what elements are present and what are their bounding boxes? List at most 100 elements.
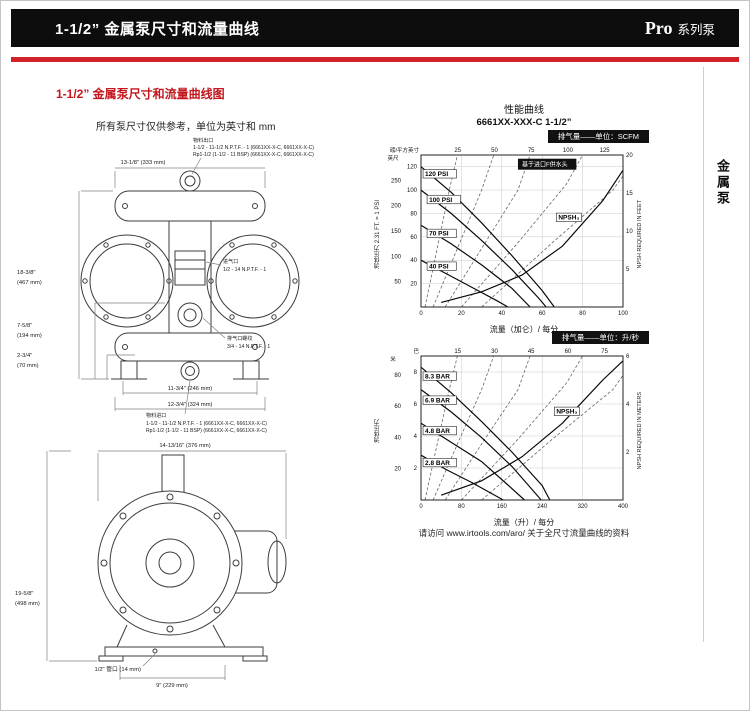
curve-label: 6.9 BAR bbox=[425, 397, 450, 404]
x-tick-label: 400 bbox=[618, 504, 629, 510]
left-axis-label-2: 流体压力 bbox=[375, 419, 381, 443]
y2-tick-label: 200 bbox=[391, 204, 402, 210]
inset-note: 基于进口F供水头 bbox=[522, 161, 568, 169]
right-margin-divider bbox=[703, 67, 704, 642]
material-inlet-label: 物料进口 bbox=[146, 412, 166, 419]
material-inlet-spec1: 1-1/2 - 11-1/2 N.P.T.F. - 1 (6661XX-X-C,… bbox=[146, 421, 267, 427]
left-unit-label-2: 巴 bbox=[413, 348, 419, 355]
inset-note-box bbox=[517, 158, 577, 170]
air-tick-label: 15 bbox=[454, 349, 461, 355]
curve-label: 120 PSI bbox=[425, 171, 448, 178]
npsh-tick-label: 2 bbox=[626, 450, 630, 456]
air-inlet-spec: 1/2 - 14 N.P.T.F. - 1 bbox=[223, 267, 266, 273]
exhaust-label: 排气口螺纹 bbox=[227, 335, 252, 342]
air-consumption-curve bbox=[444, 154, 531, 308]
y2-tick-label: 50 bbox=[394, 280, 401, 286]
flow-curve bbox=[420, 366, 551, 501]
curve-label-box bbox=[422, 371, 457, 381]
x-axis-label: 流量（加仑）/ 每分 bbox=[489, 325, 559, 334]
y-tick-label: 4 bbox=[414, 434, 418, 440]
left-unit-label-1: 英尺 bbox=[387, 154, 399, 162]
y2-tick-label: 250 bbox=[391, 178, 402, 184]
dim-mid-label: 7-5/8" bbox=[17, 323, 32, 329]
brand-pro: Pro bbox=[644, 17, 673, 38]
chart-title: 性能曲线 bbox=[504, 105, 544, 116]
y2-tick-label: 150 bbox=[391, 229, 402, 235]
npsh-tick-label: 4 bbox=[626, 402, 630, 408]
x-axis-label-2: 流量（升）/ 每分 bbox=[493, 518, 555, 527]
section-subtitle: 1-1/2” 金属泵尺寸和流量曲线图 bbox=[56, 87, 225, 101]
material-outlet-spec2: Rp1-1/2 (1-1/2 - 11 BSP) (6661XX-X-C, 66… bbox=[193, 152, 314, 158]
x-tick-label: 320 bbox=[578, 504, 589, 510]
air-consumption-curve bbox=[461, 154, 583, 308]
red-divider bbox=[11, 57, 739, 62]
x-tick-label: 80 bbox=[458, 504, 465, 510]
air-tick-label: 60 bbox=[565, 349, 572, 355]
brand-series: 系列泵 bbox=[677, 22, 715, 37]
air-consumption-curve bbox=[481, 374, 624, 501]
side-dimension-lines bbox=[46, 450, 287, 680]
curve-label: NPSH₃ bbox=[558, 215, 579, 222]
x-tick-label: 100 bbox=[618, 311, 629, 317]
series-label: Pro 系列泵 bbox=[645, 18, 721, 39]
material-outlet-spec1: 1-1/2 - 11-1/2 N.P.T.F. - 1 (6661XX-X-C,… bbox=[193, 145, 314, 151]
npsh-tick-label: 5 bbox=[626, 267, 630, 273]
page-header: 1-1/2” 金属泵尺寸和流量曲线 Pro 系列泵 bbox=[11, 9, 739, 47]
air-consumption-curve bbox=[432, 154, 495, 308]
air-tick-label: 75 bbox=[528, 148, 535, 154]
air-axis-strip: 排气量——单位：SCFM bbox=[547, 130, 649, 143]
y-tick-label: 60 bbox=[410, 235, 417, 241]
exhaust-spec: 3/4 - 14 N.P.T.F. - 1 bbox=[227, 344, 270, 350]
air-tick-label: 125 bbox=[600, 148, 611, 154]
x-tick-label: 0 bbox=[419, 311, 423, 317]
air-axis-strip-row-2: 排气量——单位：升/秒 bbox=[373, 331, 675, 344]
y-tick-label: 20 bbox=[410, 282, 417, 288]
flow-curve bbox=[420, 422, 525, 501]
dim-low-label: 2-3/4" bbox=[17, 353, 32, 359]
curve-label: 2.8 BAR bbox=[425, 460, 450, 467]
pump-side-view bbox=[97, 454, 287, 662]
units-note: 所有泵尺寸仅供参考，单位为英寸和 mm bbox=[96, 122, 276, 133]
flow-curve bbox=[440, 360, 624, 496]
side-tab-label: 金属泵 bbox=[715, 159, 730, 207]
front-dimension-lines bbox=[78, 157, 266, 415]
pipe-port-label: 1/2" 管口 (14 mm) bbox=[94, 665, 141, 673]
curve-label-box bbox=[426, 194, 461, 205]
x-tick-label: 20 bbox=[458, 311, 465, 317]
page-title: 1-1/2” 金属泵尺寸和流量曲线 bbox=[55, 20, 260, 38]
y-tick-label: 2 bbox=[414, 466, 418, 472]
side-dim-depth-label: 9" (229 mm) bbox=[156, 683, 188, 689]
air-tick-label: 45 bbox=[528, 349, 535, 355]
curve-label-box bbox=[554, 406, 580, 416]
air-tick-label: 25 bbox=[454, 148, 461, 154]
air-tick-label: 50 bbox=[491, 148, 498, 154]
curve-label-box bbox=[422, 169, 457, 179]
curve-label: 100 PSI bbox=[429, 197, 452, 204]
material-inlet-spec2: Rp1-1/2 (1-1/2 - 11 BSP) (6661XX-X-C, 66… bbox=[146, 428, 267, 434]
plot-border bbox=[420, 154, 624, 308]
x-tick-label: 0 bbox=[419, 504, 423, 510]
npsh-tick-label: 20 bbox=[626, 153, 633, 159]
material-outlet-label: 物料出口 bbox=[193, 137, 213, 144]
air-consumption-curve bbox=[432, 355, 495, 501]
air-consumption-curve bbox=[481, 175, 624, 308]
x-tick-label: 240 bbox=[537, 504, 548, 510]
side-dim-height-label: 19-5/8" bbox=[15, 591, 34, 597]
y2-tick-label: 20 bbox=[394, 467, 401, 473]
curve-label: 70 PSI bbox=[429, 231, 449, 238]
curve-label-box bbox=[426, 261, 457, 271]
curve-label-box bbox=[422, 426, 457, 436]
npsh-tick-label: 15 bbox=[626, 191, 633, 197]
x-tick-label: 80 bbox=[579, 311, 586, 317]
x-tick-label: 160 bbox=[497, 504, 508, 510]
performance-chart-top: 性能曲线 6661XX-XXX-C 1-1/2” 排气量——单位：SCFM 流体… bbox=[373, 101, 675, 335]
curve-label-box bbox=[426, 228, 457, 238]
curve-label: 40 PSI bbox=[429, 263, 449, 270]
pump-dimension-drawing: 13-1/8" (333 mm) 18-3/8" (467 mm) 7-5/8"… bbox=[15, 137, 314, 689]
curve-label: NPSH₃ bbox=[556, 409, 577, 416]
flow-curve bbox=[420, 166, 555, 308]
flow-curve bbox=[420, 189, 547, 308]
